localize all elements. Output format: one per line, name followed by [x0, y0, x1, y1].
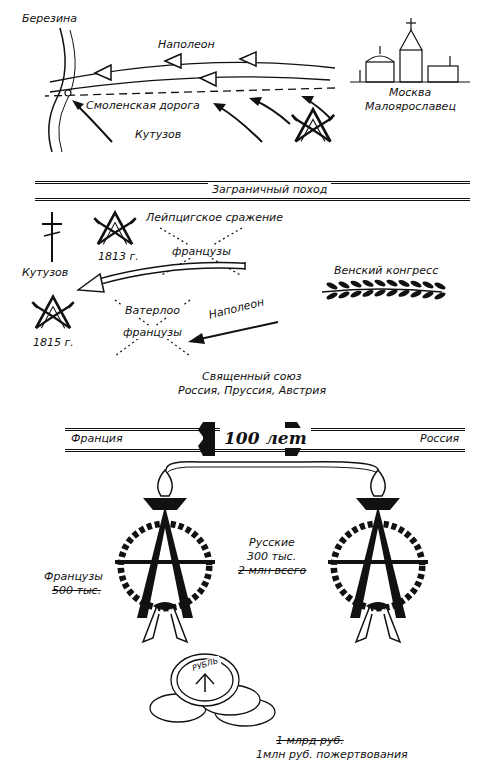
map-label: Наполеон — [158, 38, 215, 51]
period-text: 100 лет — [220, 428, 311, 448]
map-label: Наполеон — [207, 295, 265, 322]
map-label: 300 тыс. — [245, 550, 298, 563]
band-text: Заграничный поход — [208, 183, 331, 196]
laurel-leaf — [338, 280, 351, 290]
laurel-leaf — [386, 288, 399, 298]
laurel-leaf — [362, 289, 375, 299]
band-text: Россия — [416, 432, 463, 445]
laurel-leaf — [350, 289, 363, 299]
laurel-leaf — [338, 290, 351, 300]
map-label: Россия, Пруссия, Австрия — [178, 384, 326, 397]
band-text: Франция — [67, 432, 127, 445]
laurel-leaf — [374, 288, 387, 298]
map-label: 2 млн всего — [236, 564, 308, 577]
laurel-leaf — [350, 279, 363, 289]
map-label: Смоленская дорога — [86, 99, 200, 112]
map-label: французы — [170, 245, 233, 258]
laurel-leaf — [410, 289, 423, 299]
map-label: 500 тыс. — [52, 584, 101, 597]
laurel-leaf — [398, 279, 411, 289]
map-label: Кутузов — [135, 128, 181, 141]
timeline-band: Заграничный поход — [35, 181, 470, 201]
map-label: 1815 г. — [33, 336, 74, 349]
map-label: Французы — [44, 570, 103, 583]
map-label: 1 млрд руб. — [276, 734, 344, 747]
laurel-leaf — [386, 278, 399, 288]
laurel-leaf — [434, 291, 447, 301]
map-label: Малоярославец — [365, 100, 456, 113]
laurel-leaf — [374, 278, 387, 288]
map-label: Русские — [247, 536, 297, 549]
laurel-leaf — [326, 281, 339, 291]
map-label: Березина — [22, 12, 77, 25]
laurel-leaf — [410, 279, 423, 289]
map-label: Ватерлоо — [123, 304, 182, 317]
map-label: Москва — [389, 86, 431, 99]
laurel-leaf — [398, 289, 411, 299]
map-label: Венский конгресс — [334, 264, 438, 277]
timeline-band: Франция 100 лет Россия — [65, 428, 465, 452]
map-label: 1813 г. — [98, 250, 139, 263]
laurel-leaf — [362, 279, 375, 289]
laurel-leaf — [326, 291, 339, 301]
map-label: Кутузов — [22, 266, 68, 279]
laurel-leaf — [434, 281, 447, 291]
laurel-leaf — [422, 280, 435, 290]
laurel-leaf — [422, 290, 435, 300]
map-label: Лейпцигское сражение — [146, 211, 283, 224]
map-label: Священный союз — [202, 370, 302, 383]
map-label: французы — [121, 326, 184, 339]
map-label: 1млн руб. пожертвования — [256, 748, 408, 761]
